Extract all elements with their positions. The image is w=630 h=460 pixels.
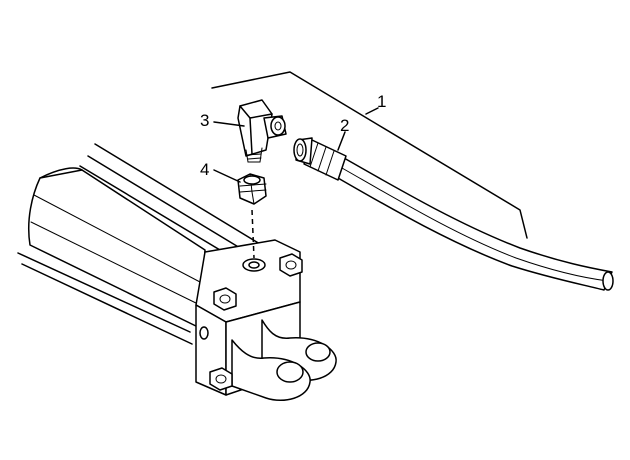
side-port <box>199 326 209 340</box>
part-1-hose <box>337 157 614 291</box>
tie-rod-bottom-2 <box>21 263 193 345</box>
tie-rod-nut-1 <box>279 253 303 277</box>
callout-1: 1 <box>377 92 386 111</box>
hydraulic-cylinder <box>17 143 337 402</box>
port-hole <box>248 261 260 269</box>
barrel-highlight-1 <box>33 194 201 283</box>
hose-end-opening <box>602 271 614 291</box>
tie-rod-nut-2 <box>213 287 237 311</box>
leader-2 <box>337 131 346 151</box>
clevis-pin-hole-lower <box>276 361 304 383</box>
tie-rod-top-2 <box>87 155 251 255</box>
callout-4: 4 <box>200 160 209 179</box>
leader-3 <box>213 121 245 127</box>
part-3-tee-fitting <box>237 99 287 163</box>
tie-rod-nut-3 <box>209 367 233 391</box>
tie-rod-top-1 <box>94 143 261 245</box>
tie-rod-top-3 <box>79 165 241 263</box>
leader-4 <box>213 169 241 183</box>
callout-3: 3 <box>200 111 209 130</box>
tie-rod-bottom-1 <box>17 252 191 333</box>
clevis-pin-hole-upper <box>305 342 331 362</box>
part-4-adapter-nut <box>237 173 267 205</box>
part-2-hose-fitting <box>293 137 347 181</box>
clevis-lug-lower <box>231 339 311 402</box>
callout-leaders <box>211 71 528 239</box>
leader-1 <box>365 107 379 115</box>
barrel-top-curve <box>39 167 83 179</box>
callout-2: 2 <box>340 116 349 135</box>
cylinder-barrel <box>27 169 206 329</box>
barrel-highlight-2 <box>30 221 201 306</box>
bracket-part-1 <box>211 71 528 239</box>
assembly-centerline <box>251 209 255 259</box>
